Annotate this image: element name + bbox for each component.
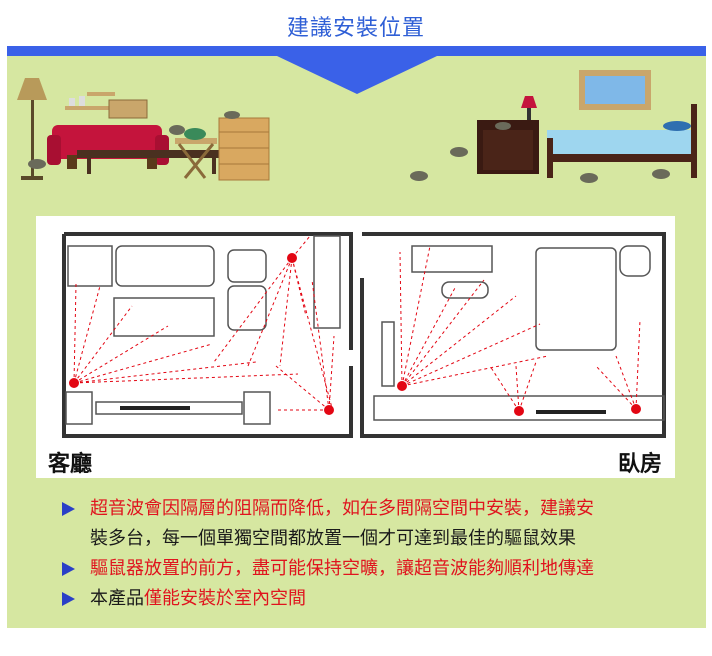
bullet-triangle-icon bbox=[62, 562, 75, 576]
bedroom-tv-icon bbox=[536, 410, 606, 414]
nightstand-icon bbox=[477, 120, 539, 174]
sofa-icon bbox=[47, 125, 169, 169]
bullet-triangle-icon bbox=[62, 592, 75, 606]
note-item: 超音波會因隔層的阻隔而降低，如在多間隔空間中安裝，建議安 裝多台，每一個單獨空間… bbox=[60, 494, 680, 554]
label-living-room: 客廳 bbox=[48, 452, 93, 477]
ultrasonic-rays bbox=[73, 235, 641, 412]
note-line: 驅鼠器放置的前方，盡可能保持空曠，讓超音波能夠順利地傳達 bbox=[90, 558, 594, 579]
floor-lamp-icon bbox=[17, 78, 47, 180]
bedroom-furniture bbox=[373, 245, 665, 421]
blue-banner bbox=[7, 46, 706, 94]
device-dot bbox=[287, 253, 297, 263]
ultrasonic-device-dots bbox=[69, 253, 641, 416]
note-item: 驅鼠器放置的前方，盡可能保持空曠，讓超音波能夠順利地傳達 bbox=[60, 554, 680, 584]
bedside-lamp-icon bbox=[521, 96, 537, 120]
installation-notes: 超音波會因隔層的阻隔而降低，如在多間隔空間中安裝，建議安 裝多台，每一個單獨空間… bbox=[60, 494, 680, 614]
mouse-icons bbox=[28, 111, 670, 183]
living-room-furniture bbox=[65, 235, 341, 425]
picture-frame-icon bbox=[579, 70, 651, 110]
bed-icon bbox=[547, 104, 697, 178]
living-room-walls bbox=[62, 232, 353, 438]
device-dot bbox=[631, 404, 641, 414]
floor-plan-diagram bbox=[62, 232, 666, 438]
coffee-table-icon bbox=[77, 150, 227, 174]
label-bedroom: 臥房 bbox=[618, 452, 663, 477]
device-dot bbox=[69, 378, 79, 388]
device-dot bbox=[324, 405, 334, 415]
dresser-icon bbox=[218, 117, 270, 181]
bullet-triangle-icon bbox=[62, 502, 75, 516]
note-emphasis: 僅能安裝於室內空間 bbox=[144, 588, 306, 609]
device-dot bbox=[514, 406, 524, 416]
furniture-scene bbox=[17, 70, 697, 183]
side-table-icon bbox=[175, 128, 217, 179]
note-line: 超音波會因隔層的阻隔而降低，如在多間隔空間中安裝，建議安 bbox=[90, 498, 594, 519]
living-room-tv-icon bbox=[120, 406, 190, 410]
wall-shelf-icon bbox=[65, 92, 148, 119]
note-line: 裝多台，每一個單獨空間都放置一個才可達到最佳的驅鼠效果 bbox=[90, 528, 576, 549]
note-text: 本產品 bbox=[90, 588, 144, 609]
page-title: 建議安裝位置 bbox=[286, 16, 425, 41]
note-item: 本產品僅能安裝於室內空間 bbox=[60, 584, 680, 614]
device-dot bbox=[397, 381, 407, 391]
bedroom-walls bbox=[360, 232, 666, 438]
